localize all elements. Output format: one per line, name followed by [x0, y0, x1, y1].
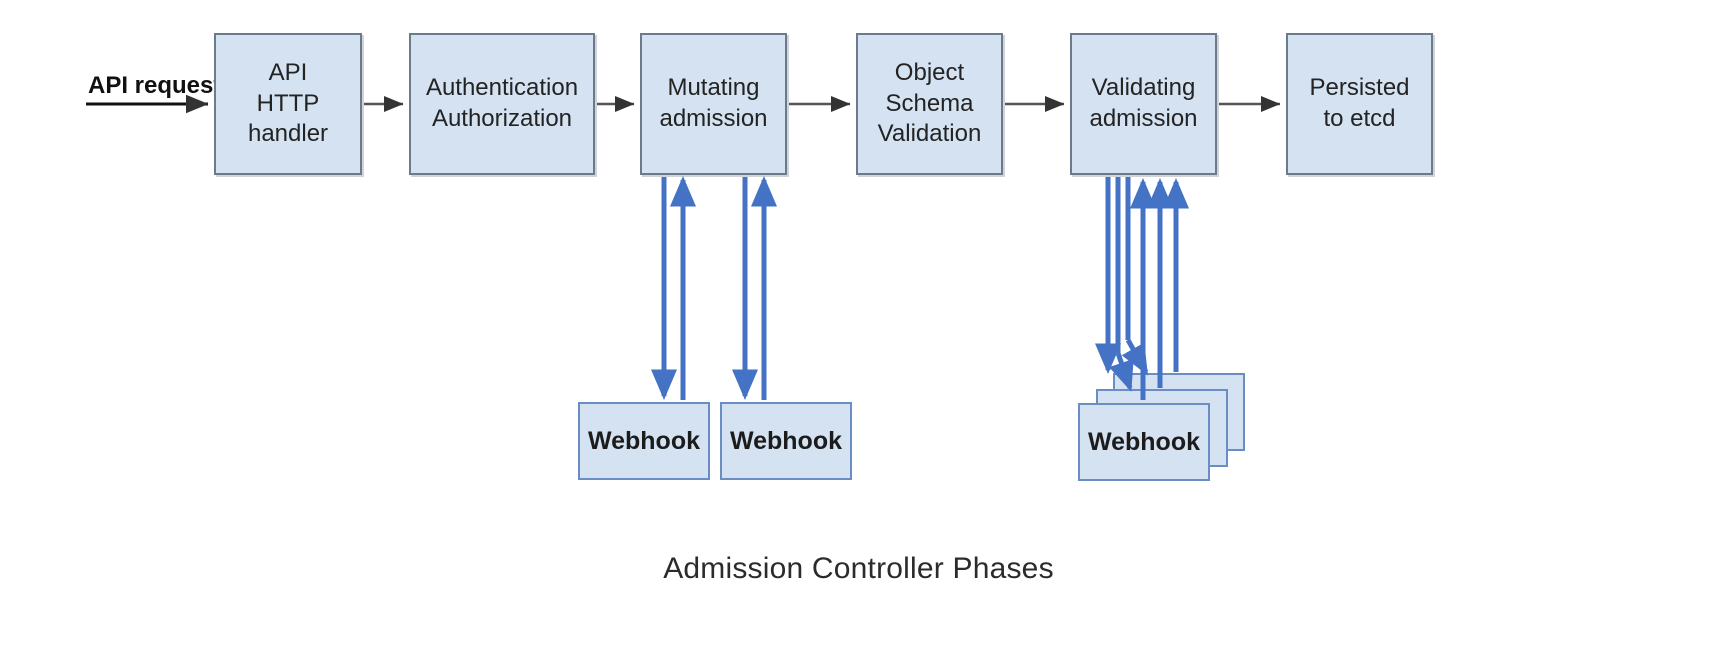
- webhook-validating-front[interactable]: Webhook: [1078, 403, 1210, 481]
- node-object-schema-validation[interactable]: Object Schema Validation: [856, 33, 1003, 175]
- arrow-validating-to-webhook-2: [1109, 177, 1134, 392]
- node-persisted-to-etcd[interactable]: Persisted to etcd: [1286, 33, 1433, 175]
- diagram-caption: Admission Controller Phases: [663, 552, 1054, 585]
- webhook-mutating-1[interactable]: Webhook: [578, 402, 710, 480]
- node-authentication-authorization[interactable]: Authentication Authorization: [409, 33, 595, 175]
- webhook-mutating-2[interactable]: Webhook: [720, 402, 852, 480]
- node-mutating-admission[interactable]: Mutating admission: [640, 33, 787, 175]
- arrow-validating-to-webhook-3: [1121, 177, 1149, 376]
- api-request-label: API request: [88, 72, 222, 99]
- node-api-http-handler[interactable]: API HTTP handler: [214, 33, 362, 175]
- node-validating-admission[interactable]: Validating admission: [1070, 33, 1217, 175]
